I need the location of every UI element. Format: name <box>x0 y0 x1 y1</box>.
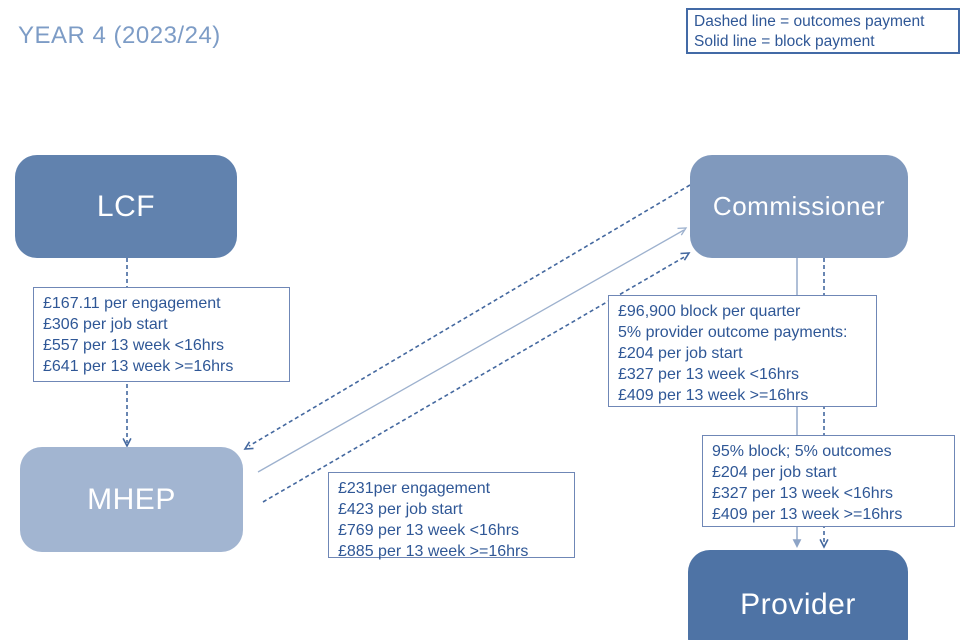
payment-line: £306 per job start <box>43 316 168 333</box>
arrowhead-dashed-mhep-to-commissioner <box>680 252 691 261</box>
arrowhead-solid-commissioner-to-provider <box>792 539 802 548</box>
node-provider-label: Provider <box>740 588 856 621</box>
payment-box-commissioner-to-provider: 95% block; 5% outcomes £204 per job star… <box>702 435 955 527</box>
solid-line-mhep-to-commissioner <box>257 229 685 473</box>
arrowhead-dashed-commissioner-to-provider <box>819 539 829 549</box>
payment-box-lcf-to-mhep: £167.11 per engagement £306 per job star… <box>33 287 290 382</box>
page-title: YEAR 4 (2023/24) <box>18 22 221 49</box>
node-commissioner-label: Commissioner <box>712 191 886 221</box>
node-lcf: LCF <box>15 155 237 258</box>
payment-line: £231per engagement <box>338 480 491 497</box>
payment-line: £769 per 13 week <16hrs <box>338 522 520 539</box>
payment-line: 5% provider outcome payments: <box>618 324 848 341</box>
arrowhead-lcf-to-mhep <box>122 438 132 448</box>
payment-line: £557 per 13 week <16hrs <box>43 337 225 354</box>
node-commissioner: Commissioner <box>690 155 908 258</box>
payment-line: 95% block; 5% outcomes <box>712 443 892 460</box>
legend-solid-line-label: Solid line = block payment <box>694 33 875 50</box>
payment-box-commissioner-block: £96,900 block per quarter 5% provider ou… <box>608 295 877 407</box>
payment-box-mhep-to-commissioner: £231per engagement £423 per job start £7… <box>328 472 575 560</box>
arrowhead-solid-mhep-to-commissioner <box>677 227 688 236</box>
node-mhep-label: MHEP <box>87 482 176 516</box>
payment-line: £409 per 13 week >=16hrs <box>618 387 809 404</box>
arrowhead-commissioner-to-mhep <box>243 441 254 450</box>
payment-line: £327 per 13 week <16hrs <box>712 485 894 502</box>
legend-box: Dashed line = outcomes payment Solid lin… <box>686 8 960 54</box>
payment-line: £409 per 13 week >=16hrs <box>712 506 903 523</box>
node-lcf-label: LCF <box>96 189 156 223</box>
node-mhep: MHEP <box>20 447 243 552</box>
payment-line: £96,900 block per quarter <box>618 303 801 320</box>
payment-line: £885 per 13 week >=16hrs <box>338 543 529 560</box>
payment-line: £641 per 13 week >=16hrs <box>43 358 234 375</box>
legend-dashed-line-label: Dashed line = outcomes payment <box>694 13 925 30</box>
payment-line: £167.11 per engagement <box>43 295 221 312</box>
payment-line: £423 per job start <box>338 501 463 518</box>
payment-line: £204 per job start <box>618 345 743 362</box>
node-provider: Provider <box>688 550 908 640</box>
dashed-line-commissioner-to-mhep <box>248 184 691 447</box>
payment-line: £327 per 13 week <16hrs <box>618 366 800 383</box>
payment-line: £204 per job start <box>712 464 837 481</box>
